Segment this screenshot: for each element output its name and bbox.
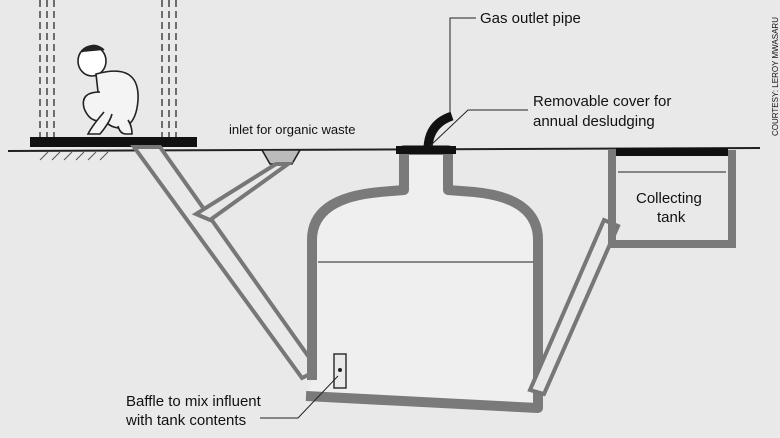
cover-label-line1: Removable cover for bbox=[533, 93, 671, 110]
cover-label-line2: annual desludging bbox=[533, 113, 655, 130]
toilet-platform bbox=[30, 137, 197, 147]
baffle-label-line1: Baffle to mix influent bbox=[126, 393, 262, 410]
gas-outlet-leader bbox=[449, 17, 476, 112]
gas-outlet-pipe bbox=[423, 111, 454, 151]
baffle-dot bbox=[338, 368, 342, 372]
inlet-label: inlet for organic waste bbox=[229, 122, 355, 137]
baffle-label-line2: with tank contents bbox=[125, 412, 246, 429]
collecting-tank-label-line2: tank bbox=[657, 209, 686, 226]
toilet-drop-pipe bbox=[130, 145, 321, 381]
overflow-pipe bbox=[527, 217, 621, 397]
squatting-person-icon bbox=[77, 44, 139, 135]
ground-hatching bbox=[39, 151, 109, 161]
collecting-tank-label-line1: Collecting bbox=[636, 190, 702, 207]
cover-leader bbox=[429, 109, 528, 147]
shelter-walls bbox=[39, 0, 177, 138]
gas-outlet-label: Gas outlet pipe bbox=[480, 10, 581, 27]
organic-waste-inlet bbox=[260, 149, 302, 165]
collecting-tank-cover bbox=[616, 148, 728, 156]
collecting-tank bbox=[608, 150, 736, 248]
baffle-leader bbox=[260, 375, 339, 419]
inlet-pipe bbox=[191, 162, 295, 223]
image-credit: COURTESY: LEROY MWASARU bbox=[771, 17, 780, 136]
